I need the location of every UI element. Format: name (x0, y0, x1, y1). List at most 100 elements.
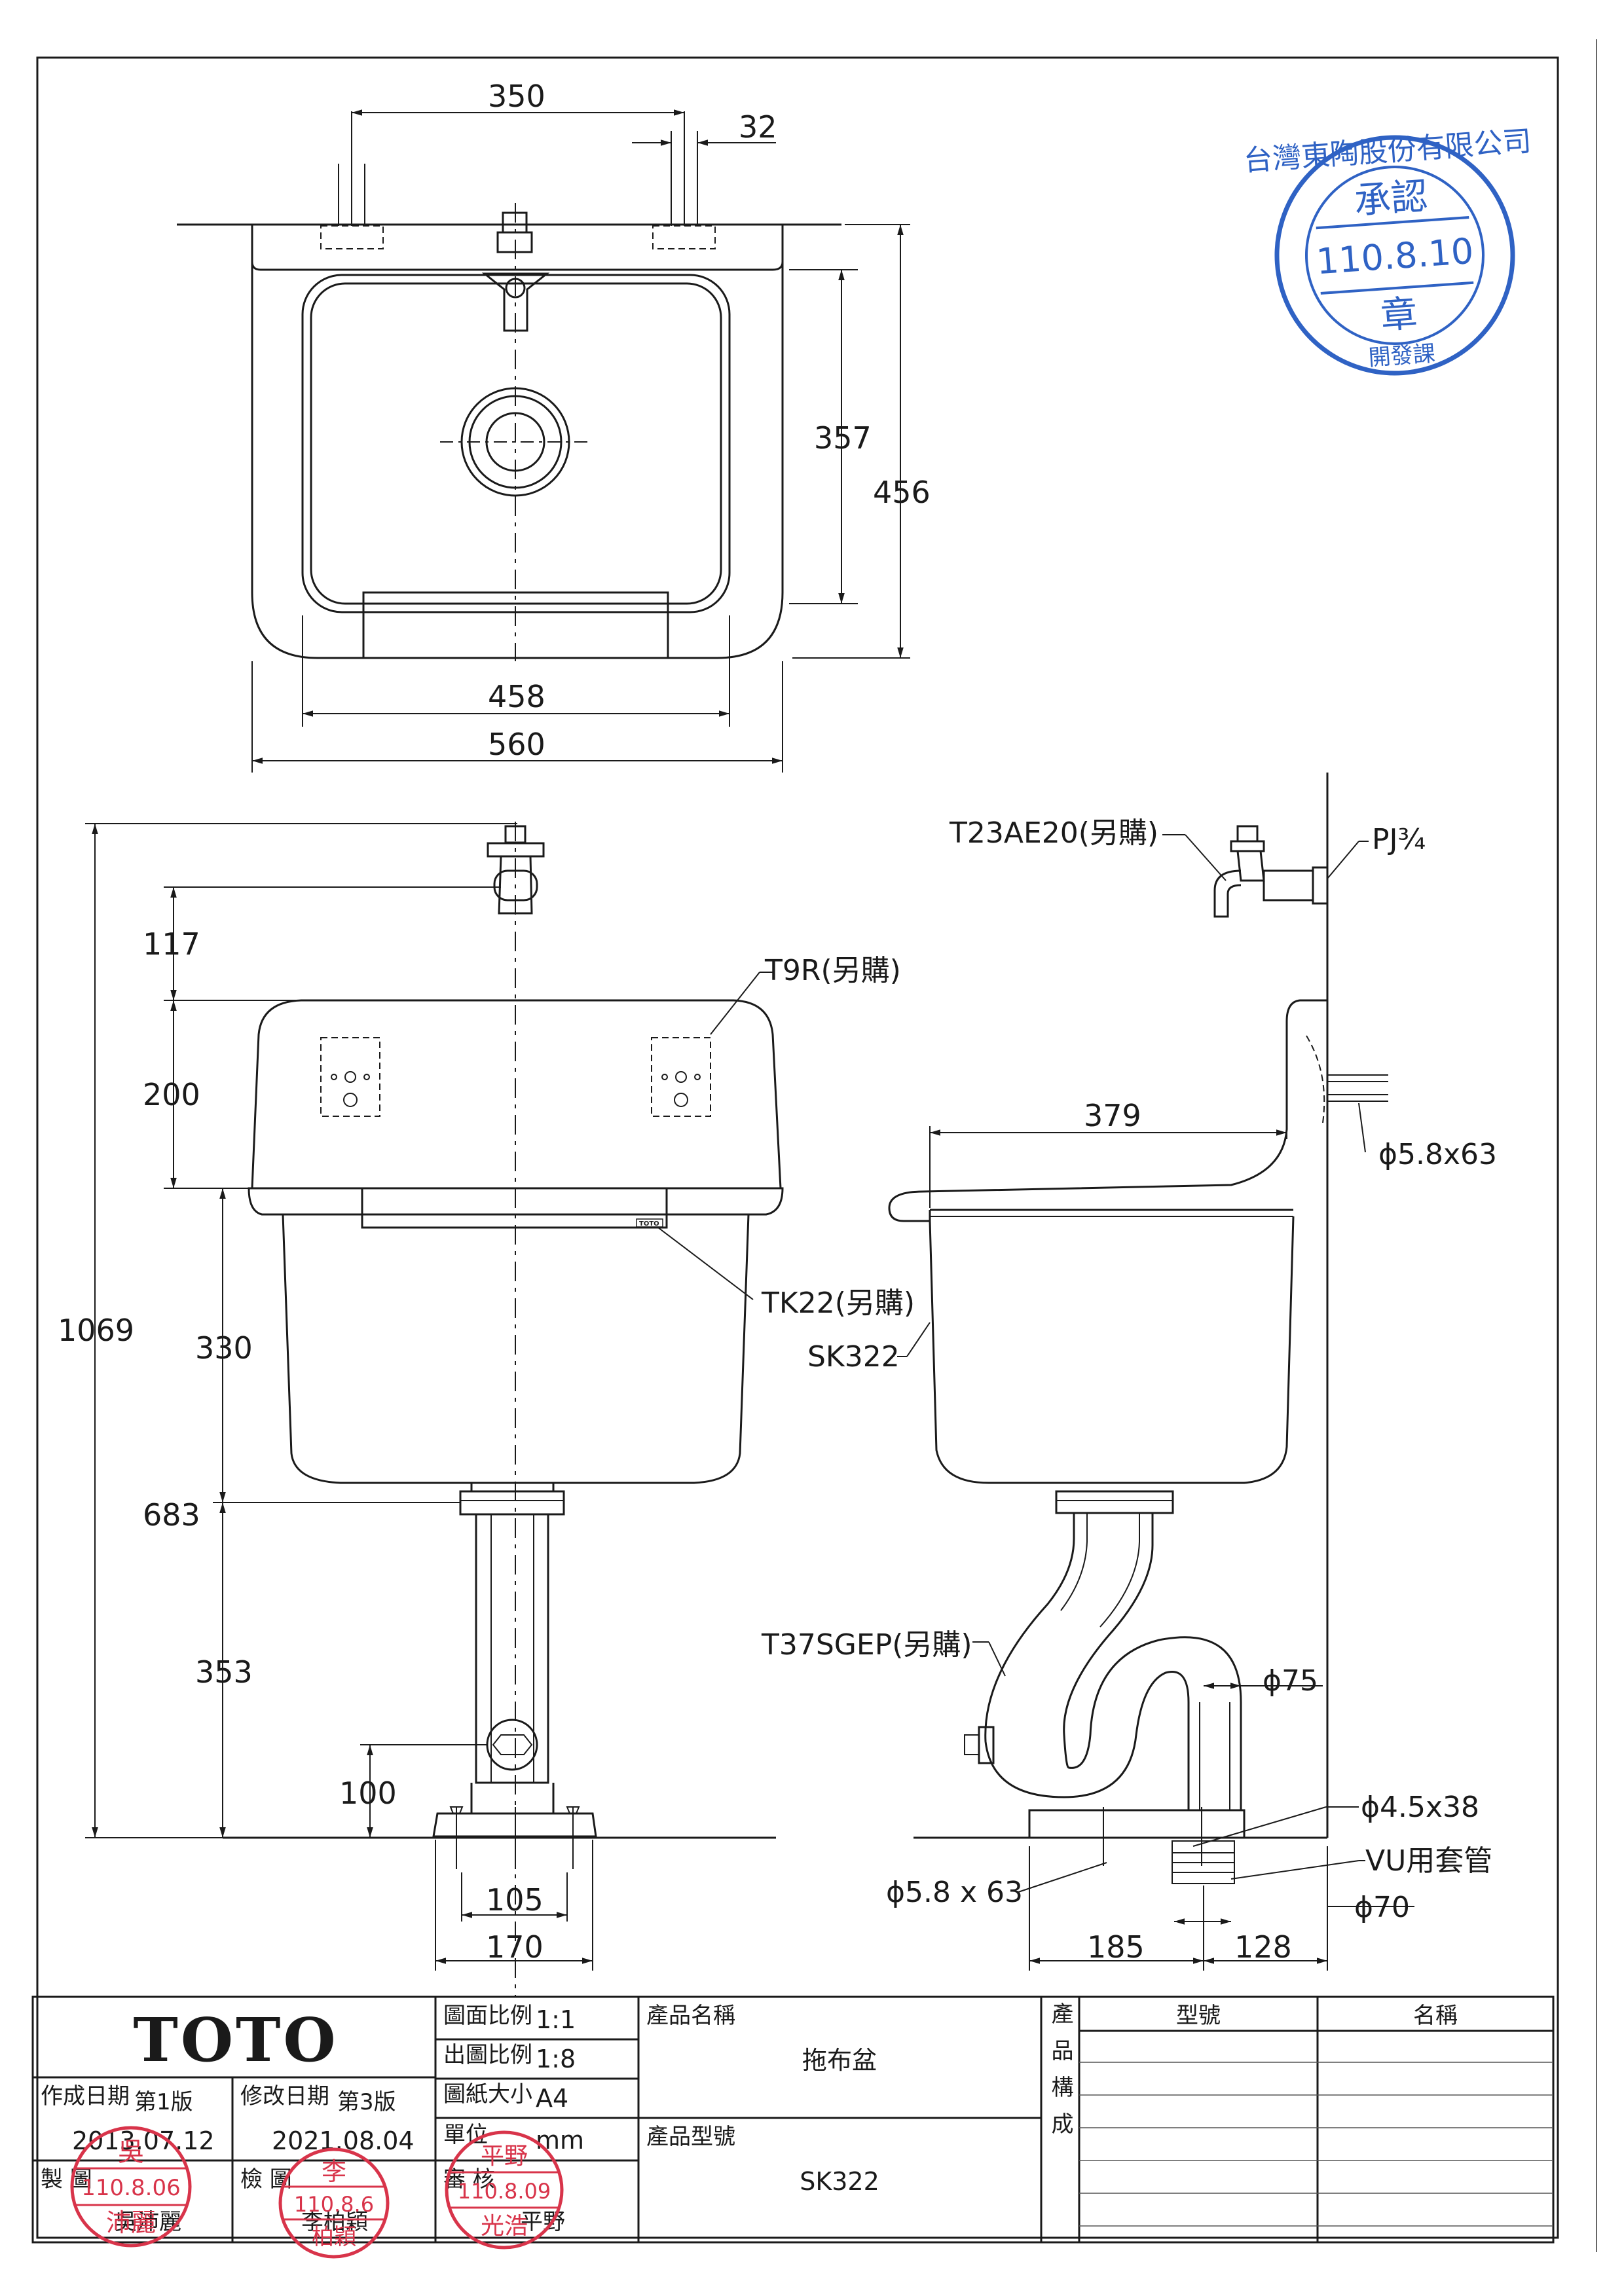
product-name: 拖布盆 (802, 2046, 877, 2075)
stamp-dept: 開發課 (1367, 340, 1436, 371)
dim-357: 357 (814, 420, 872, 456)
review-stamp-name: 光浩 (481, 2213, 528, 2240)
mount-screws-right (652, 164, 716, 249)
front-view-dims: 117 200 1069 330 683 353 100 105 170 T9R… (58, 926, 915, 1965)
scale-label: 圖面比例 (443, 2003, 532, 2029)
top-view (177, 109, 910, 773)
label-pj: PJ¾ (1372, 823, 1426, 856)
product-model: SK322 (800, 2167, 879, 2196)
made-version: 第1版 (134, 2089, 193, 2115)
label-sk322: SK322 (807, 1340, 900, 1374)
dim-170: 170 (486, 1929, 544, 1965)
label-t23ae20: T23AE20(另購) (949, 816, 1158, 850)
drain-flange-side (1055, 1490, 1174, 1514)
dim-200: 200 (143, 1077, 200, 1112)
dim-458: 458 (488, 679, 545, 714)
paper-size-value: A4 (536, 2084, 568, 2113)
drawn-stamp: 吳 110.8.06 沛麗 (70, 2126, 192, 2248)
basin-rim-line (251, 261, 784, 271)
title-block-text: TOTO 作成日期 第1版 2013.07.12 修改日期 第3版 2021.0… (41, 2002, 1458, 2235)
dim-379: 379 (1084, 1098, 1141, 1133)
stamp-company: 台灣東陶股份有限公司 (1243, 124, 1532, 178)
dim-128: 128 (1234, 1929, 1292, 1965)
paper-size-label: 圖紙大小 (443, 2081, 532, 2107)
dim-330: 330 (195, 1330, 253, 1366)
front-rim (248, 1187, 784, 1216)
composition-label: 產品構成 (1047, 2002, 1073, 2149)
check-name: 李柏穎 (301, 2209, 368, 2235)
top-view-dims: 350 32 357 456 458 560 (488, 79, 931, 762)
unit-label: 單位 (443, 2122, 488, 2148)
towel-bar-front (361, 1187, 668, 1229)
stamp-approval-date: 110.8.10 (1315, 230, 1475, 283)
label-toto-small: TOTO (639, 1220, 659, 1228)
rev-date-label: 修改日期 (240, 2083, 329, 2109)
drain-flange-front (459, 1490, 565, 1516)
side-bowl (929, 1216, 1295, 1484)
stamp-approval-title: 承認 (1353, 175, 1429, 223)
review-stamp-date: 110.8.09 (458, 2179, 551, 2204)
front-bowl (282, 1214, 750, 1484)
product-name-label: 產品名稱 (646, 2003, 735, 2029)
label-vu-sleeve: VU用套管 (1365, 1844, 1492, 1878)
dim-100: 100 (339, 1776, 397, 1811)
label-phi70: ϕ70 (1354, 1891, 1410, 1924)
product-model-label: 產品型號 (646, 2124, 735, 2150)
title-block (31, 1995, 1555, 2244)
col-model-header: 型號 (1176, 2003, 1221, 2029)
stamp-seal: 章 (1379, 293, 1418, 338)
drawn-stamp-surname: 吳 (118, 2137, 144, 2167)
label-phi58x63-wall: ϕ5.8x63 (1378, 1138, 1497, 1171)
cleanout-plug (486, 1719, 538, 1771)
scale-value: 1:1 (536, 2005, 576, 2034)
dim-117: 117 (143, 926, 200, 962)
front-backsplash (251, 999, 782, 1189)
front-view (85, 822, 784, 1997)
dim-353: 353 (195, 1654, 253, 1690)
out-scale-value: 1:8 (536, 2045, 576, 2073)
review-stamp: 平野 110.8.09 光浩 (445, 2130, 564, 2250)
check-stamp: 李 110.8.6 柏穎 (278, 2147, 390, 2259)
drawn-stamp-date: 110.8.06 (81, 2175, 180, 2201)
out-scale-label: 出圖比例 (443, 2042, 532, 2068)
rev-version: 第3版 (337, 2089, 396, 2115)
label-t9r: T9R(另購) (764, 954, 901, 987)
side-rim-lip (888, 1190, 931, 1222)
dim-683: 683 (143, 1497, 200, 1533)
label-tk22: TK22(另購) (761, 1286, 915, 1320)
made-date-label: 作成日期 (41, 2083, 130, 2109)
s-trap-inner (1063, 1513, 1242, 1810)
dim-560: 560 (488, 727, 545, 762)
side-view (888, 773, 1414, 1971)
dim-350: 350 (488, 79, 545, 114)
dim-32: 32 (739, 109, 777, 145)
check-stamp-date: 110.8.6 (294, 2192, 374, 2217)
drawing-frame (36, 56, 1559, 2239)
drain-pipe-front (475, 1513, 549, 1784)
col-name-header: 名稱 (1413, 2003, 1458, 2029)
check-stamp-name: 柏穎 (312, 2224, 356, 2250)
unit-value: mm (536, 2126, 584, 2155)
review-stamp-surname: 平野 (481, 2143, 528, 2170)
dim-105: 105 (486, 1882, 544, 1918)
label-phi45x38: ϕ4.5x38 (1361, 1791, 1479, 1824)
drawn-stamp-name: 沛麗 (106, 2208, 156, 2237)
side-base (1028, 1809, 1246, 1839)
drawn-label: 製 圖 (41, 2166, 92, 2193)
dim-456: 456 (873, 475, 931, 510)
front-base (432, 1812, 597, 1838)
mount-screws-left (320, 164, 384, 249)
s-trap-outer (984, 1513, 1190, 1810)
label-phi75: ϕ75 (1263, 1664, 1318, 1698)
approval-stamp: 台灣東陶股份有限公司 承認 110.8.10 章 開發課 (1243, 124, 1532, 376)
label-t37sgep: T37SGEP(另購) (761, 1628, 972, 1662)
review-label: 審 核 (443, 2166, 495, 2193)
toto-logo: TOTO (133, 2005, 338, 2075)
label-phi58x63-floor: ϕ5.8 x 63 (886, 1876, 1023, 1909)
side-backsplash (923, 999, 1327, 1193)
check-stamp-surname: 李 (322, 2157, 346, 2186)
side-view-labels: T23AE20(另購) PJ¾ 379 ϕ5.8x63 SK322 T37SGE… (761, 816, 1497, 1965)
dim-1069: 1069 (58, 1313, 134, 1348)
dim-185: 185 (1087, 1929, 1145, 1965)
